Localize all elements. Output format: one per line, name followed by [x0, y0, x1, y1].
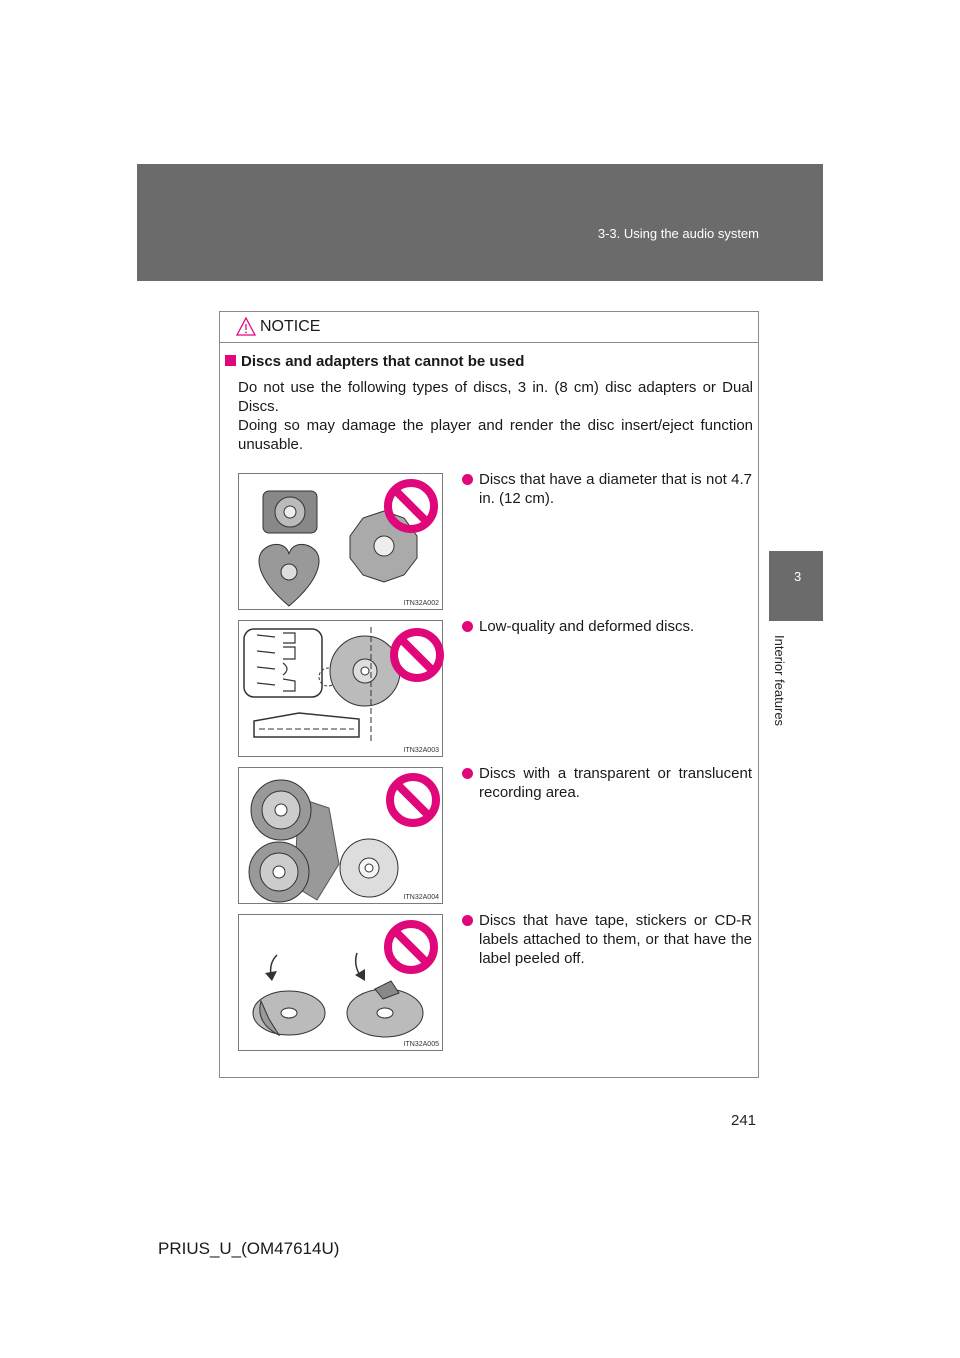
bullet-item: Discs with a transparent or translucent …: [462, 764, 752, 802]
bullet-text: Discs that have a diameter that is not 4…: [479, 471, 752, 507]
figure-deformed-discs: ITN32A003: [238, 620, 444, 757]
intro-paragraph-1: Do not use the following types of discs,…: [238, 379, 753, 415]
square-bullet-icon: [225, 355, 236, 366]
notice-box: NOTICE Discs and adapters that cannot be…: [219, 311, 759, 1078]
figure-odd-shaped-discs: ITN32A002: [238, 473, 443, 610]
bullet-item: Discs that have tape, stickers or CD-R l…: [462, 911, 752, 968]
bullet-dot-icon: [462, 915, 473, 926]
figure-code: ITN32A003: [403, 747, 439, 754]
bullet-dot-icon: [462, 474, 473, 485]
footer-manual-code: PRIUS_U_(OM47614U): [158, 1239, 340, 1258]
figure-code: ITN32A004: [403, 894, 439, 901]
bullet-dot-icon: [462, 768, 473, 779]
bullet-dot-icon: [462, 621, 473, 632]
warning-triangle-icon: [236, 317, 256, 336]
labeled-discs-illustration: [252, 920, 438, 1038]
transparent-discs-illustration: [248, 773, 440, 903]
bullet-item: Discs that have a diameter that is not 4…: [462, 470, 752, 508]
figure-transparent-discs: ITN32A004: [238, 767, 443, 904]
odd-shaped-discs-illustration: [258, 479, 438, 607]
notice-header: NOTICE: [220, 312, 758, 343]
notice-subheading: Discs and adapters that cannot be used: [225, 353, 524, 370]
notice-heading-text: Discs and adapters that cannot be used: [241, 353, 525, 370]
notice-title: NOTICE: [260, 318, 321, 335]
bullet-item: Low-quality and deformed discs.: [462, 617, 752, 636]
figure-code: ITN32A002: [403, 600, 439, 607]
bullet-text: Discs with a transparent or translucent …: [479, 765, 752, 801]
chapter-number: 3: [794, 569, 802, 584]
chapter-tab: 3: [769, 551, 823, 621]
section-title: 3-3. Using the audio system: [597, 226, 759, 241]
chapter-label: Interior features: [772, 635, 787, 727]
notice-intro: Do not use the following types of discs,…: [238, 378, 753, 454]
bullet-text: Discs that have tape, stickers or CD-R l…: [479, 912, 752, 967]
page-number: 241: [731, 1112, 757, 1129]
deformed-discs-illustration: [243, 627, 444, 741]
bullet-text: Low-quality and deformed discs.: [479, 618, 695, 635]
header-band: 3-3. Using the audio system: [137, 164, 823, 281]
figure-code: ITN32A005: [403, 1041, 439, 1048]
figure-labeled-discs: ITN32A005: [238, 914, 443, 1051]
intro-paragraph-2: Doing so may damage the player and rende…: [238, 417, 753, 453]
